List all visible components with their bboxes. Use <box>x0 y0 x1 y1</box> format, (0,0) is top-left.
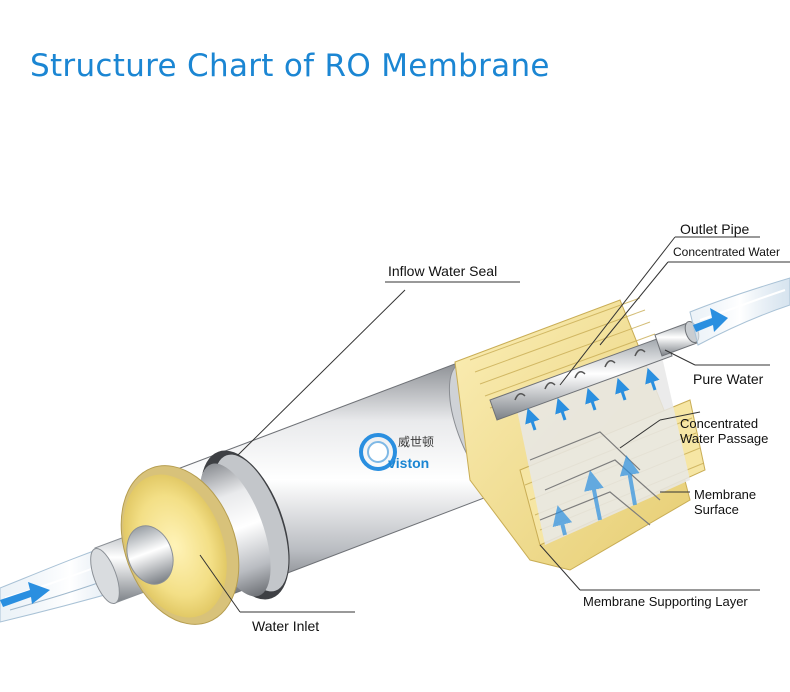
label-membrane-surface-line2: Surface <box>694 501 739 517</box>
label-concentrated-water-passage: Concentrated Water Passage <box>680 416 769 447</box>
page-title: Structure Chart of RO Membrane <box>30 48 550 84</box>
label-water-inlet: Water Inlet <box>252 618 320 634</box>
logo-brand-text: viston <box>388 455 429 471</box>
label-concentrated-water: Concentrated Water <box>673 245 780 259</box>
label-pure-water: Pure Water <box>693 371 764 387</box>
inlet-arrow-icon <box>0 582 50 607</box>
membrane-end-cap <box>120 465 240 625</box>
label-membrane-surface: Membrane Surface <box>694 487 757 518</box>
flow-arrows <box>525 367 660 536</box>
leader-lines <box>199 236 790 613</box>
viston-logo: 威世顿 viston <box>359 433 434 471</box>
logo-chinese-text: 威世顿 <box>398 435 434 449</box>
label-membrane-surface-line1: Membrane <box>694 487 757 502</box>
inflow-water-seal <box>199 450 290 600</box>
outlet-arrow-icon <box>693 308 728 332</box>
label-membrane-supporting-layer: Membrane Supporting Layer <box>583 594 748 609</box>
outlet-water-stream <box>689 277 790 346</box>
label-concentrated-water-passage-line1: Concentrated <box>680 416 759 431</box>
label-outlet-pipe: Outlet Pipe <box>680 221 750 237</box>
label-inflow-water-seal: Inflow Water Seal <box>388 263 498 279</box>
label-concentrated-water-passage-line2: Water Passage <box>680 430 769 446</box>
center-permeate-tube <box>489 335 673 421</box>
